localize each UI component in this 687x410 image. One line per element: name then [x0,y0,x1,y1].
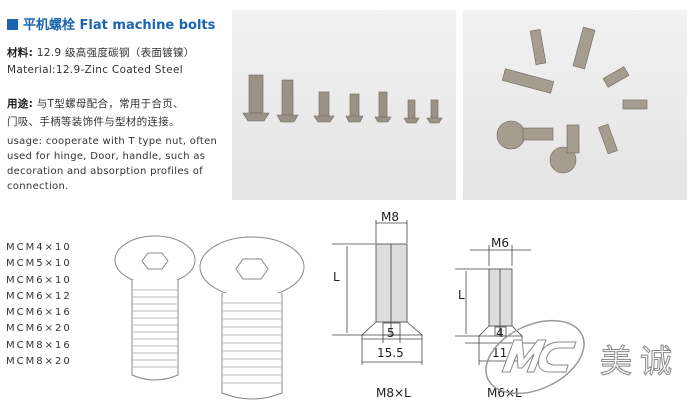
bolts-row-photo [232,10,456,200]
usage-en-line: connection. [7,181,69,192]
logo-mark-graphic [501,339,577,373]
bolt-3d-drawings [114,235,305,400]
m8-dimension-drawing [332,220,424,365]
section-title: 平机螺栓 Flat machine bolts [7,14,215,33]
logo-text: 美诚 [599,342,681,381]
usage-label: 用途: [7,98,34,110]
title-en: Flat machine bolts [79,18,216,33]
size-item: MCM6×20 [6,323,72,335]
size-item: MCM8×16 [6,339,72,351]
size-list: MCM4×10 MCM5×10 MCM6×10 MCM6×12 MCM6×16 … [6,242,72,372]
material-en: Material:12.9-Zinc Coated Steel [7,64,183,76]
size-item: MCM6×16 [6,307,72,319]
usage-en-line: used for hinge, Door, handle, such as [7,151,206,162]
material-cn-text: 12.9 级高强度碳钢（表面镀镍） [36,47,195,59]
material-label: 材料: [7,47,34,59]
m8-length-label: L [333,270,340,284]
m8-hex-label: 5 [387,326,395,340]
size-item: MCM5×10 [6,258,72,270]
m6-length-label: L [458,288,465,302]
m8-head-label: 15.5 [377,346,404,360]
usage-cn-1: 用途: 与T型螺母配合，常用于合页、 [7,96,184,111]
size-item: MCM4×10 [6,242,72,253]
usage-en: usage: cooperate with T type nut, often … [7,134,217,194]
size-item: MCM6×10 [6,274,72,286]
usage-cn-text: 与T型螺母配合，常用于合页、 [36,98,184,110]
bolts-scattered-photo [463,10,687,200]
m6-dimension-drawing [455,245,535,365]
material-cn: 材料: 12.9 级高强度碳钢（表面镀镍） [7,45,195,60]
m8-thread-label: M8 [381,210,399,224]
m6-caption: M6×L [487,386,522,400]
size-item: MCM6×12 [6,290,72,302]
m6-head-label: 11 [492,346,508,360]
m6-thread-label: M6 [491,236,509,250]
m6-hex-label: 4 [496,326,504,340]
title-square-icon [7,19,18,30]
mc-logo-watermark [485,319,585,395]
usage-en-line: decoration and absorption profiles of [7,166,203,177]
m8-caption: M8×L [376,386,411,400]
size-item: MCM8×20 [6,356,72,368]
title-cn: 平机螺栓 [23,18,76,33]
usage-cn-2: 门吸、手柄等装饰件与型材的连接。 [7,116,180,128]
usage-en-line: usage: cooperate with T type nut, often [7,136,218,147]
